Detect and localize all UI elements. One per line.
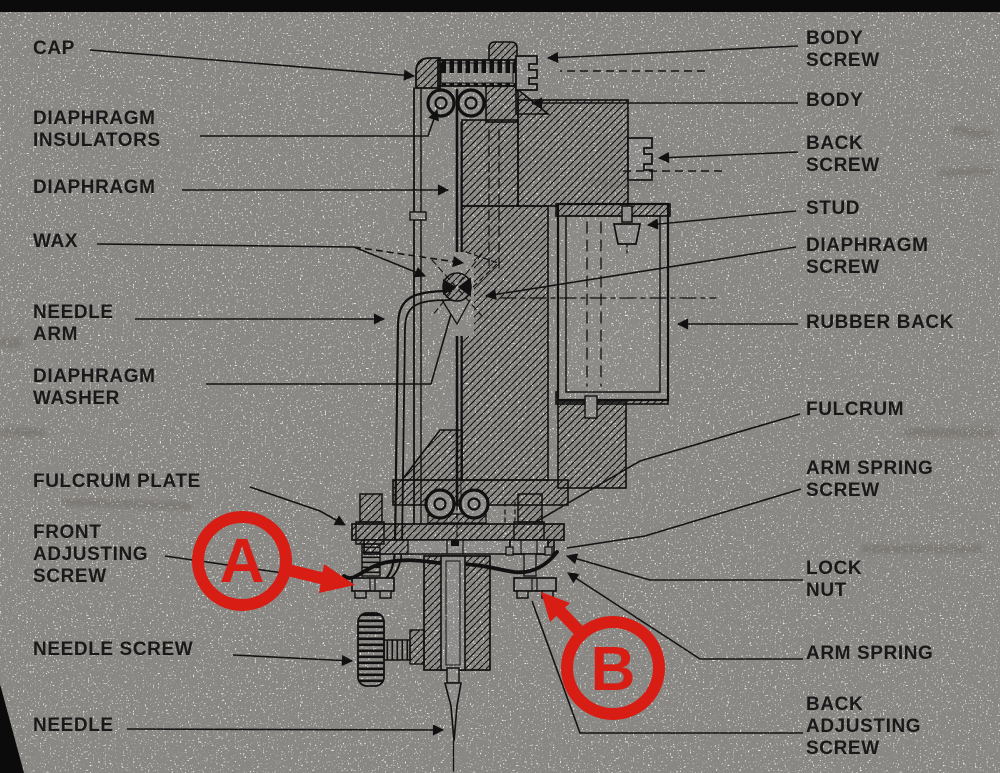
scan-smudge [590, 180, 660, 188]
label-diaphragm-screw: DIAPHRAGM SCREW [806, 235, 929, 278]
marker-b-letter: B [591, 635, 636, 704]
label-stud: STUD [806, 198, 861, 219]
label-diaphragm-insulators: DIAPHRAGM INSULATORS [33, 108, 161, 151]
label-arm-spring-screw: ARM SPRING SCREW [806, 458, 934, 501]
page-corner-wedge [0, 684, 24, 773]
label-front-adjusting-screw: FRONT ADJUSTING SCREW [33, 522, 149, 587]
scan-smudge [862, 545, 982, 553]
marker-b-arrow [541, 592, 587, 639]
label-diaphragm: DIAPHRAGM [33, 177, 156, 198]
label-back-screw: BACK SCREW [806, 133, 880, 176]
label-needle-screw: NEEDLE SCREW [33, 639, 194, 660]
scan-smudge [905, 428, 995, 437]
label-rubber-back: RUBBER BACK [806, 312, 955, 333]
scan-smudge [0, 428, 45, 437]
label-wax: WAX [33, 231, 79, 252]
label-body-screw: BODY SCREW [806, 28, 880, 71]
label-lock-nut: LOCK NUT [806, 558, 863, 601]
label-needle: NEEDLE [33, 715, 114, 736]
page-top-edge-bar [0, 0, 1000, 12]
label-body: BODY [806, 90, 864, 111]
marker-b-circle [561, 616, 665, 720]
marker-a-letter: A [220, 527, 265, 596]
label-back-adjusting-screw: BACK ADJUSTING SCREW [806, 694, 922, 759]
label-cap: CAP [33, 38, 75, 59]
label-diaphragm-washer: DIAPHRAGM WASHER [33, 366, 156, 409]
label-needle-arm: NEEDLE ARM [33, 302, 114, 345]
marker-a: A [192, 511, 355, 611]
label-fulcrum: FULCRUM [806, 399, 905, 420]
label-fulcrum-plate: FULCRUM PLATE [33, 471, 201, 492]
label-arm-spring: ARM SPRING [806, 643, 934, 664]
marker-a-arrow [286, 564, 355, 593]
marker-b: B [541, 592, 665, 720]
scan-smudge [0, 338, 22, 348]
marker-a-circle [192, 511, 292, 611]
